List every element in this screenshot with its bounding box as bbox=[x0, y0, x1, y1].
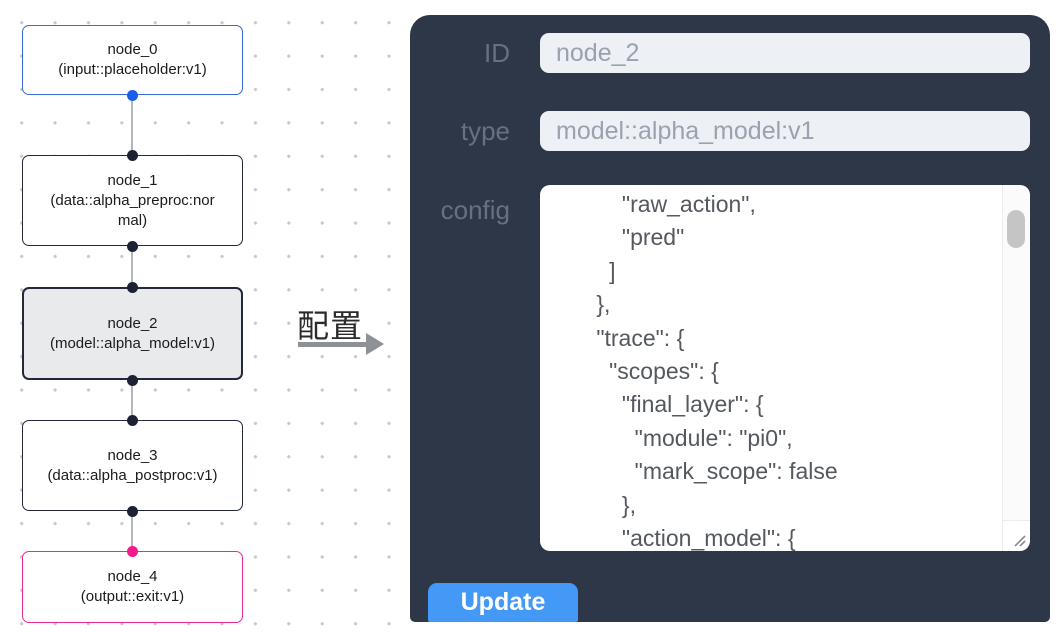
flow-node-node_2-selected[interactable]: node_2 (model::alpha_model:v1) bbox=[22, 287, 243, 380]
config-field-label: config bbox=[440, 195, 510, 225]
handle-node3-bottom[interactable] bbox=[127, 506, 138, 517]
node-subtitle: (input::placeholder:v1) bbox=[58, 61, 207, 78]
flow-node-node_4[interactable]: node_4 (output::exit:v1) bbox=[22, 551, 243, 623]
node-title: node_0 bbox=[107, 41, 158, 58]
handle-node2-bottom[interactable] bbox=[127, 375, 138, 386]
flow-node-node_1[interactable]: node_1 (data::alpha_preproc:normal) bbox=[22, 155, 243, 246]
handle-node2-top[interactable] bbox=[127, 282, 138, 293]
right-arrow-icon bbox=[298, 342, 368, 347]
resize-grip-icon bbox=[1014, 535, 1026, 547]
node-subtitle: (data::alpha_postproc:v1) bbox=[47, 466, 218, 484]
id-field-label: ID bbox=[484, 38, 510, 68]
edge-node1-node2 bbox=[131, 246, 133, 287]
config-editor[interactable]: "raw_action", "pred" ] }, "trace": { "sc… bbox=[540, 185, 1030, 551]
right-arrow-head-icon bbox=[366, 333, 384, 355]
type-input[interactable] bbox=[540, 111, 1030, 151]
config-scrollbar-track[interactable] bbox=[1002, 185, 1030, 520]
node-subtitle: (output::exit:v1) bbox=[80, 588, 185, 605]
node-subtitle: (data::alpha_preproc:normal) bbox=[50, 191, 215, 229]
edge-node0-node1 bbox=[131, 95, 133, 155]
id-input[interactable] bbox=[540, 33, 1030, 73]
handle-node4-top[interactable] bbox=[127, 546, 138, 557]
canvas-top-strip bbox=[410, 0, 1062, 15]
node-title: node_4 bbox=[107, 568, 158, 585]
flow-node-node_3[interactable]: node_3 (data::alpha_postproc:v1) bbox=[22, 420, 243, 511]
node-subtitle: (model::alpha_model:v1) bbox=[49, 334, 216, 352]
handle-node1-bottom[interactable] bbox=[127, 241, 138, 252]
handle-node0-bottom[interactable] bbox=[127, 90, 138, 101]
node-title: node_3 bbox=[107, 446, 158, 464]
node-title: node_1 bbox=[107, 171, 158, 189]
node-title: node_2 bbox=[107, 314, 158, 332]
handle-node3-top[interactable] bbox=[127, 415, 138, 426]
config-scrollbar-thumb[interactable] bbox=[1007, 210, 1025, 248]
edge-node3-node4 bbox=[131, 511, 133, 551]
textarea-resize-handle[interactable] bbox=[1002, 520, 1030, 551]
type-field-label: type bbox=[460, 116, 510, 146]
config-json-text[interactable]: "raw_action", "pred" ] }, "trace": { "sc… bbox=[596, 191, 838, 551]
node-config-panel: ID type config "raw_action", "pred" ] },… bbox=[410, 15, 1050, 622]
update-button[interactable]: Update bbox=[428, 583, 578, 622]
flow-node-node_0[interactable]: node_0 (input::placeholder:v1) bbox=[22, 25, 243, 95]
configure-label: 配置 bbox=[297, 308, 364, 344]
handle-node1-top[interactable] bbox=[127, 150, 138, 161]
edge-node2-node3 bbox=[131, 380, 133, 420]
